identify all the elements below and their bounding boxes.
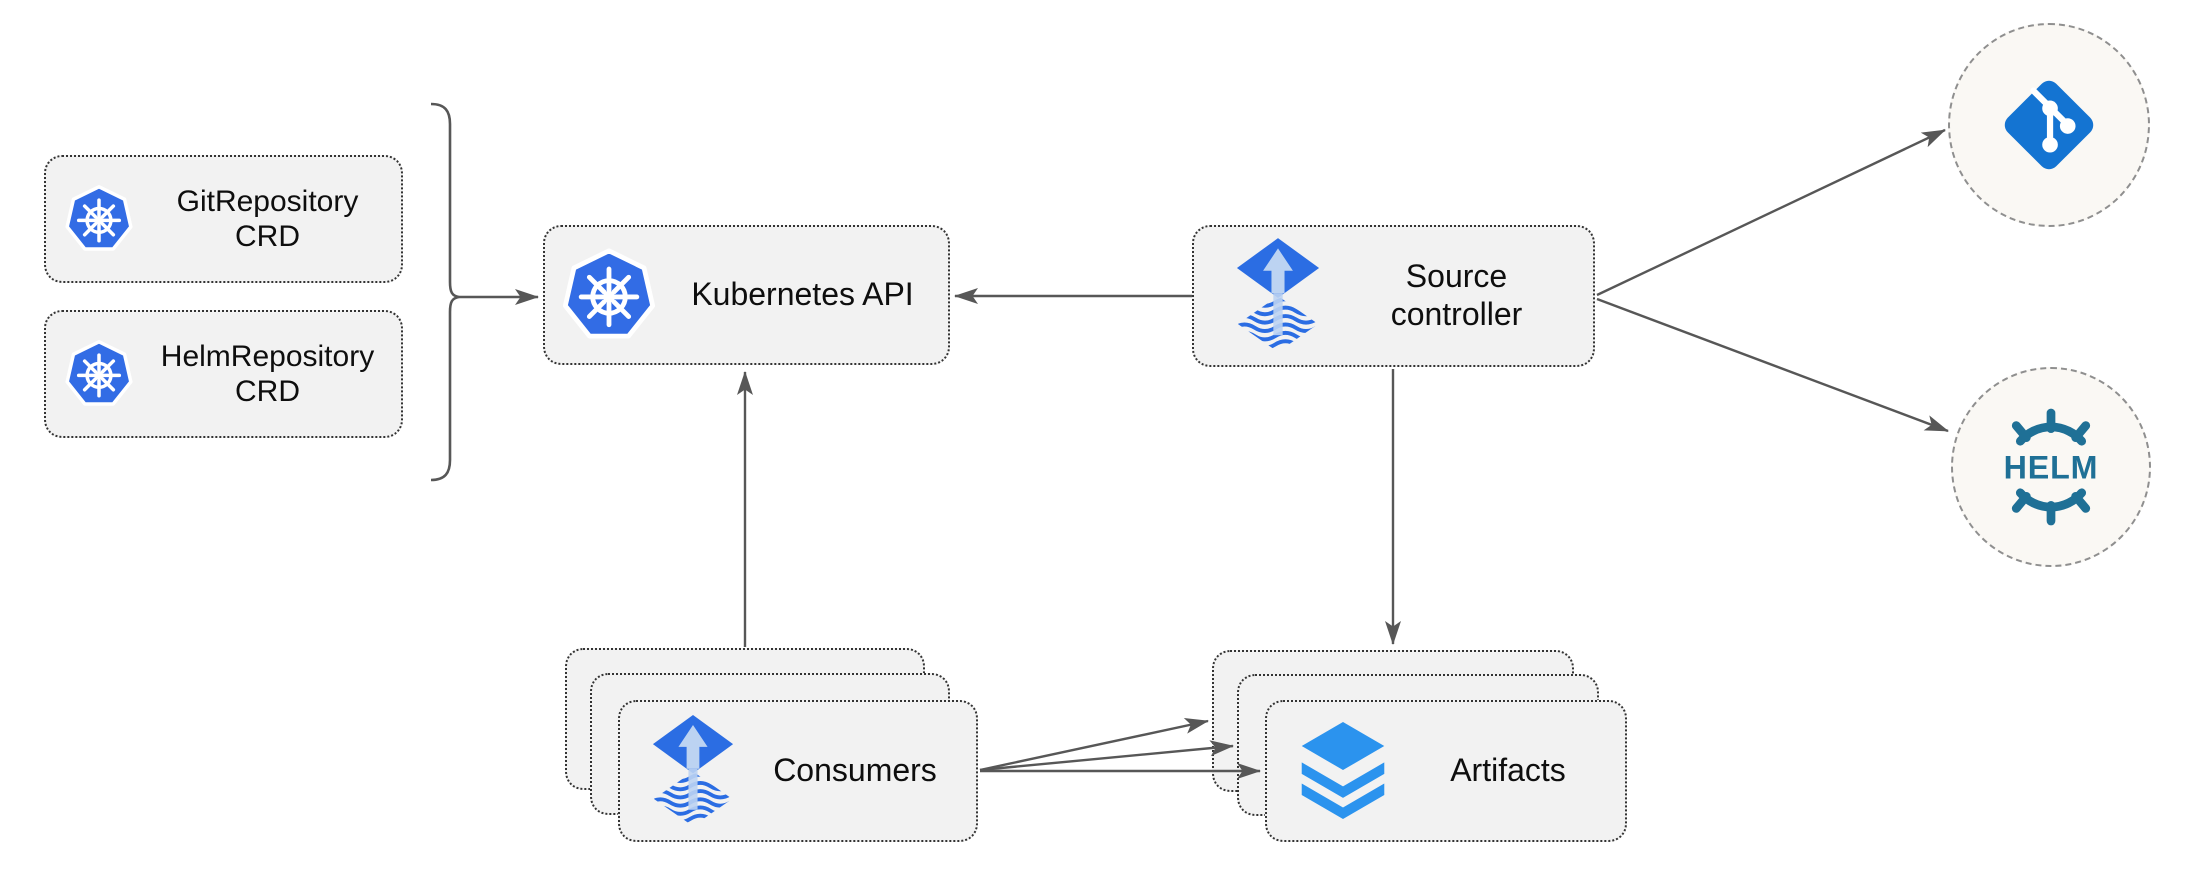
helm-icon: HELM [1990, 406, 2112, 528]
node-source-controller: Source controller [1192, 225, 1595, 367]
arrow-consumers-to-artifacts-back [979, 718, 1209, 772]
node-git-repository-crd: GitRepository CRD [44, 155, 403, 283]
helm-wordmark: HELM [2004, 449, 2099, 485]
node-label: Kubernetes API [691, 276, 914, 313]
node-kubernetes-api: Kubernetes API [543, 225, 950, 365]
node-helm-remote: HELM [1951, 367, 2151, 567]
layers-icon [1295, 721, 1391, 821]
flux-icon [1236, 237, 1320, 355]
kubernetes-icon [64, 184, 134, 254]
flux-icon [652, 714, 734, 829]
node-label: Artifacts [1450, 752, 1566, 789]
brace-crds [430, 102, 460, 482]
node-helm-repository-crd: HelmRepository CRD [44, 310, 403, 438]
node-label: Source controller [1390, 258, 1523, 332]
kubernetes-icon [561, 247, 657, 343]
arrow-consumers-to-artifacts-middle [979, 740, 1234, 772]
git-icon [1997, 73, 2101, 177]
node-label: Consumers [773, 752, 937, 789]
node-label: GitRepository CRD [176, 184, 359, 253]
node-artifacts: Artifacts [1265, 700, 1627, 842]
arrow-source-controller-to-helm-remote [1596, 297, 1949, 433]
node-label: HelmRepository CRD [160, 339, 375, 408]
arrow-source-controller-to-git-remote [1596, 128, 1946, 297]
kubernetes-icon [64, 339, 134, 409]
node-git-remote [1948, 23, 2150, 227]
node-consumers: Consumers [618, 700, 978, 842]
